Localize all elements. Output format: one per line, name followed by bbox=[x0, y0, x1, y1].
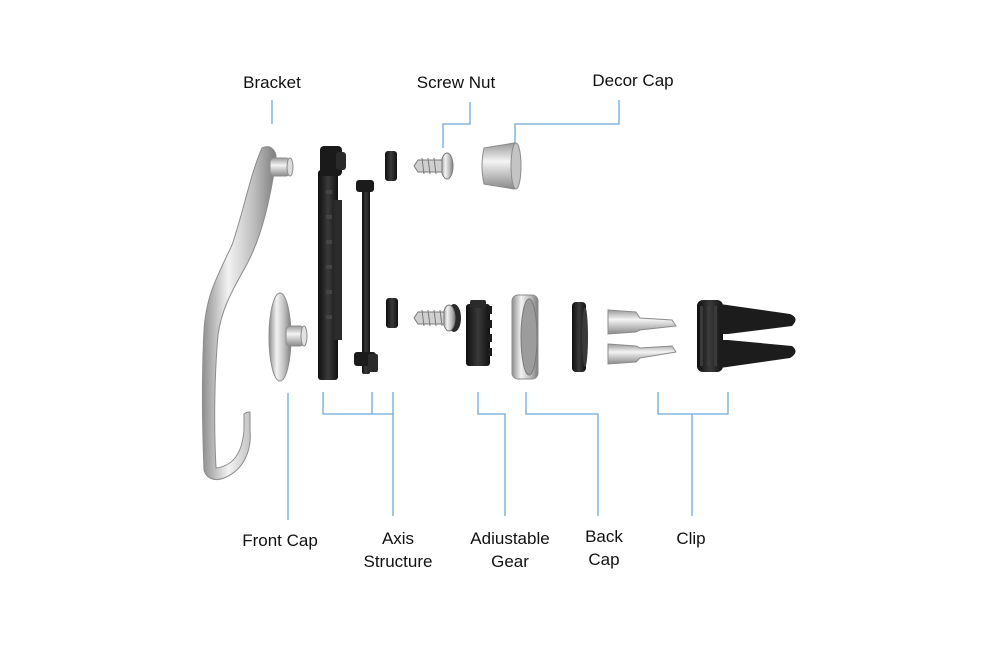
back-cap-leader bbox=[525, 392, 599, 516]
back-cap-label-line1: Back bbox=[585, 527, 623, 546]
clip-label: Clip bbox=[676, 529, 706, 548]
nut-top-part bbox=[385, 151, 397, 181]
decor-cap-label: Decor Cap bbox=[592, 71, 674, 90]
bracket-label: Bracket bbox=[243, 73, 301, 92]
axis-structure-part bbox=[318, 146, 378, 380]
front-cap-part bbox=[268, 292, 308, 382]
screw-nut-label: Screw Nut bbox=[416, 73, 496, 92]
clip-part bbox=[697, 300, 796, 372]
adjustable-gear-part bbox=[466, 300, 492, 366]
axis-structure-label-line2: Structure bbox=[363, 552, 433, 571]
clip-spring-part bbox=[607, 309, 677, 365]
back-cap-part bbox=[511, 294, 539, 380]
back-cap-label-line2: Cap bbox=[588, 550, 620, 569]
adjustable-gear-label-line2: Gear bbox=[491, 552, 529, 571]
axis-structure-leader bbox=[322, 392, 394, 415]
front-cap-label: Front Cap bbox=[242, 531, 318, 550]
screw-middle-part bbox=[413, 304, 461, 332]
axis-structure-label: Axis Structure bbox=[348, 527, 448, 573]
screw-nut-leader bbox=[442, 102, 471, 148]
axis-structure-label-line1: Axis bbox=[381, 529, 415, 548]
bracket-part bbox=[202, 146, 294, 481]
decor-cap-part bbox=[481, 142, 522, 190]
clip-ring-part bbox=[572, 302, 588, 372]
leader-lines bbox=[271, 100, 729, 520]
adjustable-gear-label: Adiustable Gear bbox=[455, 527, 565, 573]
decor-cap-leader bbox=[514, 100, 620, 144]
adjustable-gear-leader bbox=[477, 392, 506, 516]
screw-top-part bbox=[413, 152, 454, 180]
nut-middle-part bbox=[386, 298, 398, 328]
clip-leader bbox=[657, 392, 729, 415]
back-cap-label: Back Cap bbox=[574, 525, 634, 571]
adjustable-gear-label-line1: Adiustable bbox=[470, 529, 550, 548]
